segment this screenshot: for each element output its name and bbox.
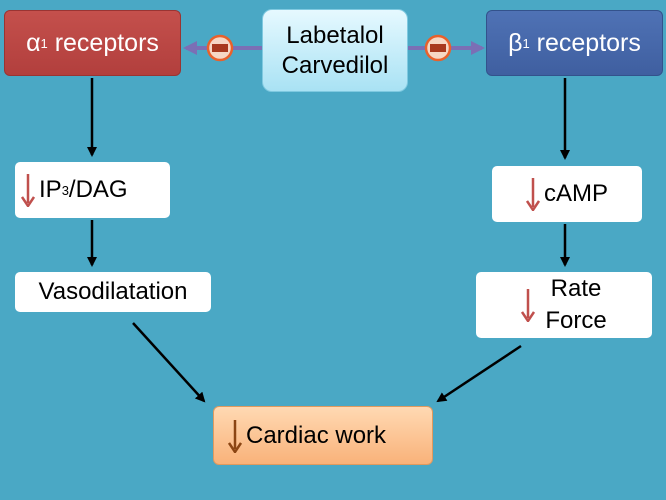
inhibit-icon: [206, 34, 234, 62]
camp-label: cAMP: [543, 180, 608, 207]
decrease-arrow-icon: [525, 178, 540, 211]
drug-carvedilol: Carvedilol: [281, 51, 389, 79]
cardiac-work-label: Cardiac work: [246, 421, 387, 449]
ip3-prefix: IP: [39, 176, 62, 203]
beta-symbol: β: [508, 28, 523, 57]
vasodilatation-label: Vasodilatation: [38, 278, 188, 305]
ip3-subscript: 3: [61, 182, 69, 198]
force-label: Force: [545, 307, 607, 334]
decrease-arrow-icon: [21, 174, 35, 207]
drug-box: Labetalol Carvedilol: [262, 9, 408, 92]
inhibit-icon: [424, 34, 452, 62]
rate-force-box: Rate Force: [476, 272, 652, 338]
beta-receptor-label: receptors: [536, 28, 641, 57]
alpha-symbol: α: [26, 28, 41, 57]
arrow-vaso-to-cardiac: [132, 322, 206, 403]
drug-labetalol: Labetalol: [286, 21, 384, 49]
vasodilatation-box: Vasodilatation: [15, 272, 211, 312]
rate-label: Rate: [550, 275, 602, 302]
decrease-arrow-icon: [521, 289, 536, 322]
arrow-rate-to-cardiac: [436, 344, 522, 403]
cardiac-work-box: Cardiac work: [213, 406, 433, 465]
dag-suffix: /DAG: [68, 176, 128, 203]
camp-box: cAMP: [492, 166, 642, 222]
alpha-receptor-label: receptors: [54, 28, 159, 57]
alpha-subscript: 1: [40, 35, 48, 51]
decrease-arrow-icon: [228, 419, 242, 453]
beta-subscript: 1: [522, 35, 530, 51]
